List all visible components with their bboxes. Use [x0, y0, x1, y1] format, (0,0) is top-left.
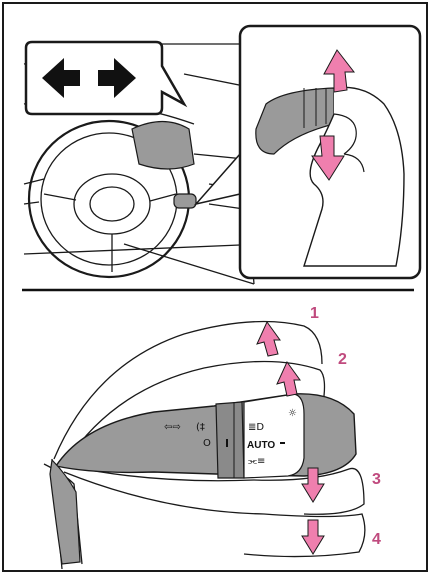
position-label-4: 4 — [372, 531, 381, 548]
turn-signal-symbol: ⇦⇨ — [164, 422, 181, 433]
off-mark-symbol: O — [203, 438, 211, 449]
position-1-arrow-up-icon — [257, 322, 280, 356]
position-label-3: 3 — [372, 471, 381, 488]
figure-frame: ⇦⇨ (‡ O ≣D AUTO ⫘≡ ☼ 1 2 3 4 — [2, 2, 428, 572]
sidelight-symbol: ☼ — [288, 408, 297, 419]
inset-hand-lever — [240, 26, 420, 278]
illustration: ⇦⇨ (‡ O ≣D AUTO ⫘≡ ☼ 1 2 3 4 — [4, 4, 430, 574]
auto-tick — [280, 442, 285, 444]
instrument-cluster-highlight — [132, 122, 194, 170]
headlight-symbol: ≣D — [248, 422, 264, 433]
position-label-1: 1 — [310, 305, 319, 322]
lever-body — [56, 394, 356, 476]
position-tick — [226, 439, 228, 447]
auto-label: AUTO — [247, 440, 275, 451]
fog-light-symbol: (‡ — [196, 422, 205, 433]
position-2-arrow-up-icon — [277, 362, 300, 396]
inset-pointer — [196, 154, 240, 204]
lever-stalk — [50, 460, 80, 564]
position-label-2: 2 — [338, 351, 347, 368]
position-4-arrow-down-icon — [302, 520, 324, 554]
turn-signal-bubble — [26, 42, 184, 114]
lever-stub-highlight — [174, 194, 196, 208]
parking-light-symbol: ⫘≡ — [248, 456, 265, 467]
